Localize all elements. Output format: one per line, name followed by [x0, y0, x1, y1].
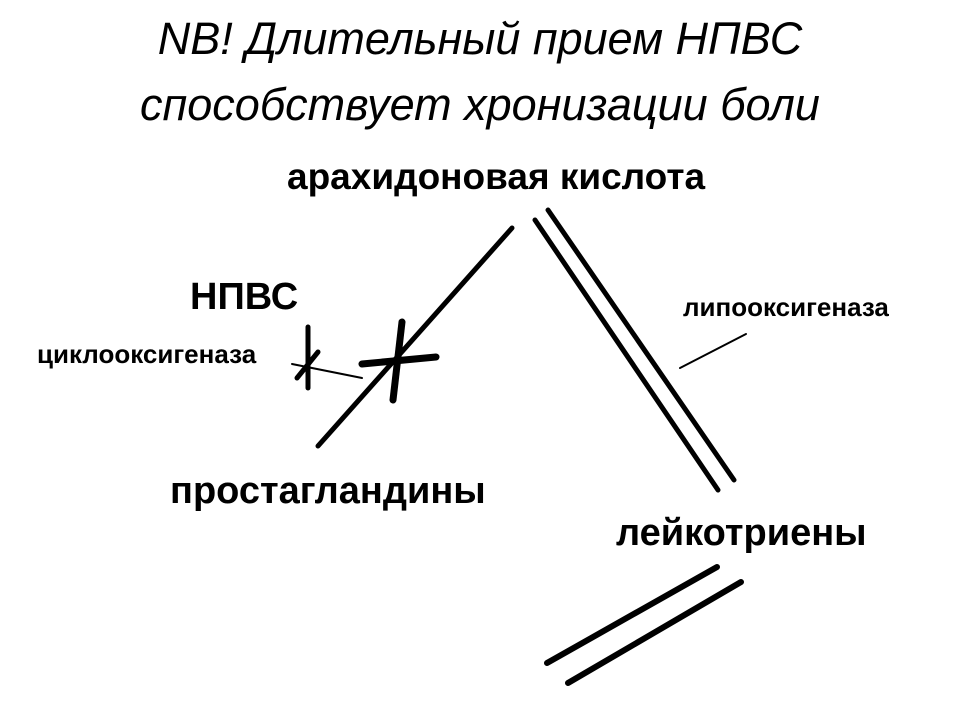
arachidonic-acid-label: арахидоновая кислота — [287, 156, 706, 197]
prostaglandins-label: простагландины — [170, 470, 486, 512]
page-title: NB! Длительный прием НПВС способствует х… — [0, 6, 960, 138]
lipoxygenase-label: липооксигеназа — [683, 292, 889, 322]
cyclooxygenase-pointer — [291, 363, 363, 379]
nsaid-mark-diagonal — [294, 349, 321, 381]
title-line-1: NB! Длительный прием НПВС — [157, 13, 803, 64]
nsaid-label: НПВС — [190, 276, 299, 318]
lipoxygenase-pathway-line-a — [532, 217, 721, 493]
inhibition-cross-stem — [389, 318, 406, 404]
leukotriene-output-line-b — [565, 579, 744, 686]
cyclooxygenase-pathway-line — [315, 225, 515, 449]
leukotrienes-label: лейкотриены — [616, 512, 867, 554]
lipoxygenase-pointer — [679, 333, 747, 369]
cyclooxygenase-label: циклооксигеназа — [37, 339, 257, 369]
leukotriene-output-line-a — [544, 564, 720, 666]
lipoxygenase-pathway-line-b — [545, 207, 737, 483]
title-line-2: способствует хронизации боли — [140, 79, 820, 130]
